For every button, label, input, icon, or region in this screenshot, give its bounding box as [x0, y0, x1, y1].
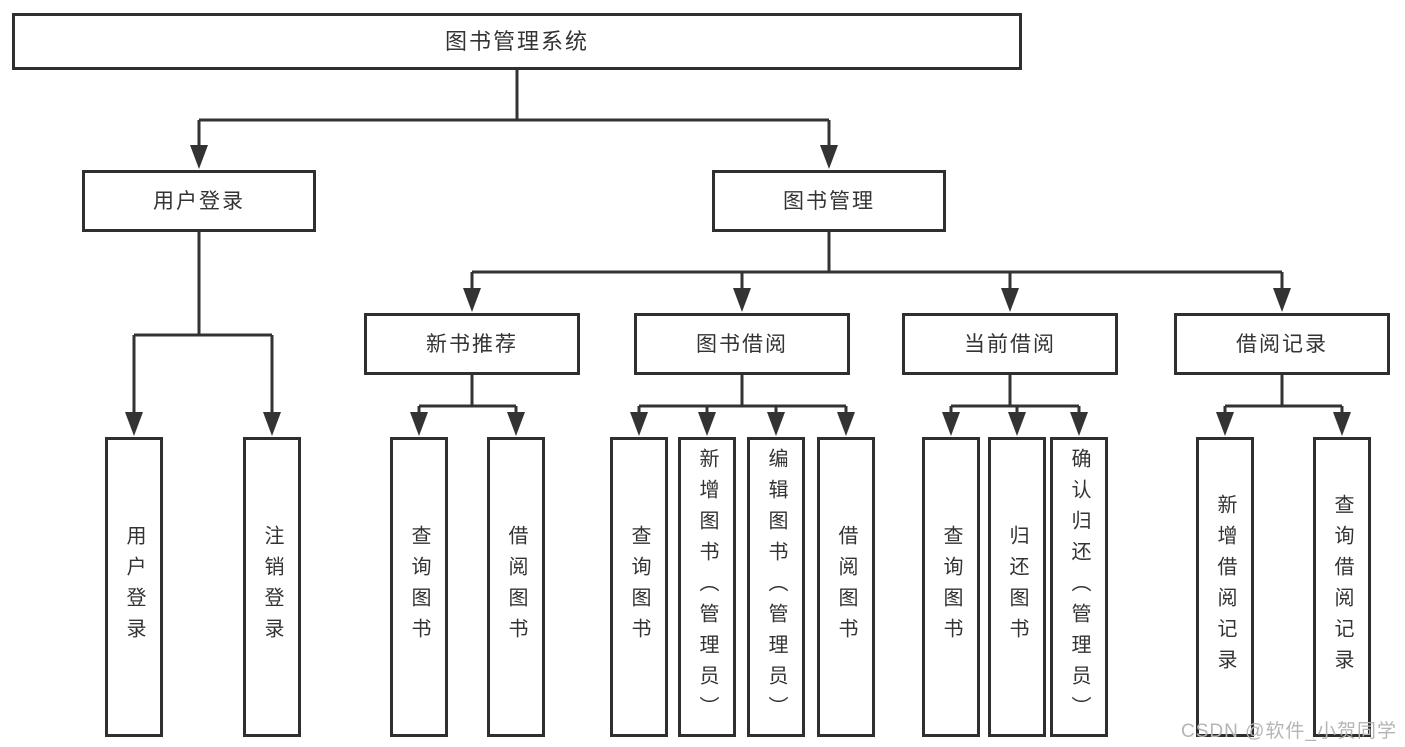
leaf-add-borrow-record: 新增借阅记录: [1196, 437, 1254, 737]
arrowheads-current-borrow-children: [942, 412, 1088, 436]
connector-root-to-level2: [197, 70, 831, 150]
node-user-login: 用户登录: [82, 170, 316, 232]
node-current-borrow: 当前借阅: [902, 313, 1118, 375]
node-book-borrow: 图书借阅: [634, 313, 850, 375]
connector-new-book-children: [417, 375, 518, 418]
arrowheads-new-book-children: [410, 412, 525, 436]
arrowheads-user-login-children: [125, 412, 281, 436]
leaf-confirm-return-admin: 确认归还（管理员）: [1050, 437, 1108, 737]
leaf-query-books-recommend: 查询图书: [390, 437, 448, 737]
node-new-book-recommend: 新书推荐: [364, 313, 580, 375]
arrowheads-level2: [190, 145, 838, 169]
leaf-add-books-admin: 新增图书（管理员）: [678, 437, 736, 737]
arrowheads-borrow-records-children: [1216, 412, 1351, 436]
leaf-borrow-books-recommend: 借阅图书: [487, 437, 545, 737]
arrowheads-level3: [463, 288, 1291, 312]
connector-borrow-records-children: [1223, 375, 1344, 418]
leaf-borrow-books: 借阅图书: [817, 437, 875, 737]
connector-user-login-children: [132, 232, 274, 418]
leaf-return-books: 归还图书: [988, 437, 1046, 737]
leaf-logout: 注销登录: [243, 437, 301, 737]
node-book-management: 图书管理: [712, 170, 946, 232]
arrowheads-book-borrow-children: [630, 412, 855, 436]
leaf-query-books-current: 查询图书: [922, 437, 980, 737]
connector-book-management-children: [470, 232, 1284, 293]
connector-current-borrow-children: [949, 375, 1081, 418]
leaf-query-borrow-record: 查询借阅记录: [1313, 437, 1371, 737]
watermark: CSDN @软件_小贺同学: [1181, 721, 1397, 742]
leaf-edit-books-admin: 编辑图书（管理员）: [747, 437, 805, 737]
leaf-query-books-borrow: 查询图书: [610, 437, 668, 737]
leaf-user-login: 用户登录: [105, 437, 163, 737]
connector-book-borrow-children: [637, 375, 848, 418]
node-root: 图书管理系统: [12, 13, 1022, 70]
node-borrow-records: 借阅记录: [1174, 313, 1390, 375]
